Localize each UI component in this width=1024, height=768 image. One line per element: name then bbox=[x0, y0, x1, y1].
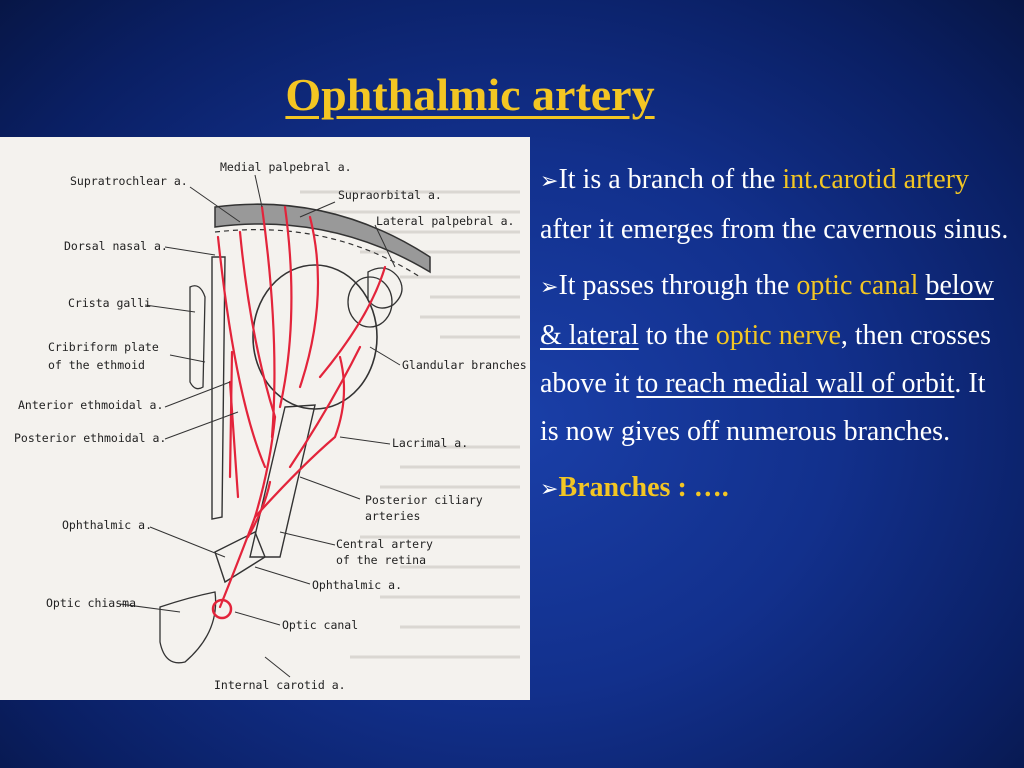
arrow-bullet-icon: ➢ bbox=[540, 477, 559, 502]
bullet-text: , then crosses above it bbox=[540, 320, 991, 399]
label-dorsal-nasal: Dorsal nasal a. bbox=[64, 239, 168, 253]
bullet-branches: ➢Branches : …. bbox=[540, 464, 1010, 514]
label-optic-chiasma: Optic chiasma bbox=[46, 596, 136, 610]
highlight-optic-canal: optic canal bbox=[796, 270, 919, 301]
bullet-list: ➢It is a branch of the int.carotid arter… bbox=[540, 156, 1010, 522]
highlight-optic-nerve: optic nerve bbox=[715, 320, 841, 351]
arrow-bullet-icon: ➢ bbox=[540, 275, 559, 300]
underline-medial-wall: to reach medial wall of orbit bbox=[636, 368, 955, 399]
label-cribriform-ethmoid: of the ethmoid bbox=[48, 358, 145, 372]
bullet-branch-origin: ➢It is a branch of the int.carotid arter… bbox=[540, 156, 1010, 254]
bullet-course: ➢It passes through the optic canal below… bbox=[540, 262, 1010, 456]
bullet-text: after it emerges from the cavernous sinu… bbox=[540, 214, 1009, 245]
label-posterior-ciliary: Posterior ciliary bbox=[365, 493, 483, 507]
bullet-text: It passes through the bbox=[558, 270, 797, 301]
label-ophthalmic-upper: Ophthalmic a. bbox=[62, 518, 152, 532]
label-supraorbital: Supraorbital a. bbox=[338, 188, 442, 202]
branches-heading: Branches : …. bbox=[558, 472, 729, 503]
label-posterior-ciliary-arteries: arteries bbox=[365, 509, 420, 523]
label-cribriform-plate: Cribriform plate bbox=[48, 340, 159, 354]
anatomy-illustration: Medial palpebral a. Supratrochlear a. Su… bbox=[14, 160, 527, 692]
label-lacrimal: Lacrimal a. bbox=[392, 436, 468, 450]
bullet-text: . It is now gives off numerous branches. bbox=[540, 368, 986, 447]
label-internal-carotid: Internal carotid a. bbox=[214, 678, 346, 692]
slide-title: Ophthalmic artery bbox=[285, 69, 655, 120]
highlight-int-carotid: int.carotid artery bbox=[782, 164, 969, 195]
label-medial-palpebral: Medial palpebral a. bbox=[220, 160, 352, 174]
label-ophthalmic-lower: Ophthalmic a. bbox=[312, 578, 402, 592]
label-lateral-palpebral: Lateral palpebral a. bbox=[376, 214, 514, 228]
label-glandular-branches: Glandular branches bbox=[402, 358, 527, 372]
bullet-text: to the bbox=[638, 320, 716, 351]
ophthalmic-artery-diagram: Medial palpebral a. Supratrochlear a. Su… bbox=[0, 137, 530, 700]
label-optic-canal: Optic canal bbox=[282, 618, 358, 632]
label-posterior-ethmoidal: Posterior ethmoidal a. bbox=[14, 431, 166, 445]
label-central-artery-retina: of the retina bbox=[336, 553, 426, 567]
underline-below-lateral: below & lateral bbox=[540, 270, 994, 351]
label-crista-galli: Crista galli bbox=[68, 296, 151, 310]
arrow-bullet-icon: ➢ bbox=[540, 169, 559, 194]
label-anterior-ethmoidal: Anterior ethmoidal a. bbox=[18, 398, 163, 412]
label-supratrochlear: Supratrochlear a. bbox=[70, 174, 188, 188]
label-central-artery: Central artery bbox=[336, 537, 433, 551]
bullet-text: It is a branch of the bbox=[558, 164, 783, 195]
